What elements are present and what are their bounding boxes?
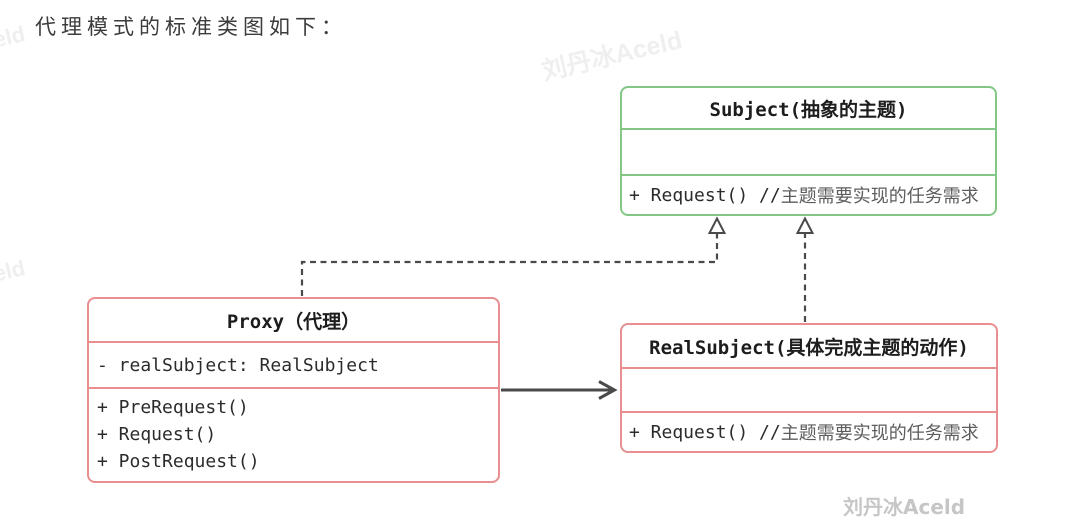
method-comment: 主题需要实现的任务需求 [780, 186, 979, 207]
class-box-subject: Subject(抽象的主题) + Request() //主题需要实现的任务需求 [620, 86, 997, 216]
class-methods-subject: + Request() //主题需要实现的任务需求 [622, 174, 995, 214]
watermark-diagonal: 刘丹冰Aceld [0, 255, 28, 308]
attribute-line: - realSubject: RealSubject [97, 354, 379, 376]
realization-edge-proxy-to-subject [300, 234, 719, 296]
method-signature: + Request() // [629, 421, 781, 443]
method-signature: + PostRequest() [97, 451, 260, 472]
class-box-realsubject: RealSubject(具体完成主题的动作) + Request() //主题需… [620, 323, 998, 453]
hollow-triangle-arrowhead-icon [707, 216, 727, 234]
class-title-subject: Subject(抽象的主题) [709, 98, 908, 121]
class-methods-proxy: + PreRequest() + Request() + PostRequest… [89, 387, 498, 481]
method-comment: 主题需要实现的任务需求 [780, 423, 979, 444]
open-arrowhead-icon [598, 380, 618, 400]
watermark-diagonal: 刘丹冰Aceld [539, 26, 685, 86]
class-methods-realsubject: + Request() //主题需要实现的任务需求 [622, 411, 996, 451]
class-attributes-realsubject [622, 367, 996, 411]
method-signature: + Request() // [629, 184, 781, 206]
page-title: 代理模式的标准类图如下： [35, 16, 347, 39]
class-title-realsubject: RealSubject(具体完成主题的动作) [649, 336, 969, 359]
author-signature: 刘丹冰Aceld [843, 495, 966, 519]
method-signature: + Request() [97, 424, 217, 445]
watermark-diagonal: 刘丹冰Aceld [0, 21, 28, 74]
hollow-triangle-arrowhead-icon [795, 216, 815, 234]
class-box-proxy: Proxy（代理） - realSubject: RealSubject + P… [87, 297, 500, 483]
class-attributes-subject [622, 128, 995, 174]
class-attributes-proxy: - realSubject: RealSubject [89, 341, 498, 387]
class-title-proxy: Proxy（代理） [226, 310, 361, 333]
method-signature: + PreRequest() [97, 397, 249, 418]
